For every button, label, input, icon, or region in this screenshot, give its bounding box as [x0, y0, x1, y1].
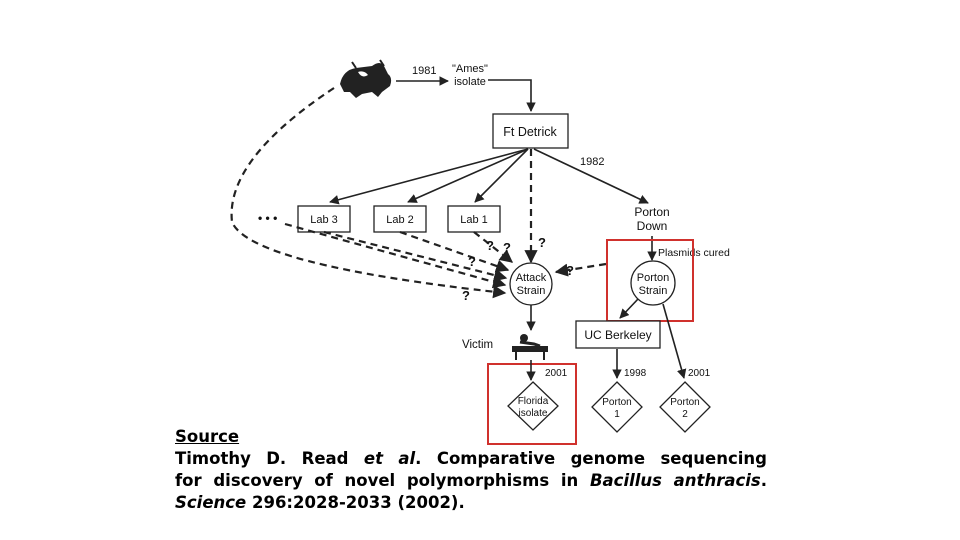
- porton2-line1: Porton: [670, 397, 699, 408]
- node-porton-1: [591, 381, 643, 433]
- citation-title-part2: for discovery of novel polymorphisms in: [175, 471, 590, 490]
- question-mark-4: ?: [468, 254, 476, 269]
- ames-label-line1: "Ames": [452, 63, 488, 75]
- edge-ftd-porton-down: [533, 148, 649, 204]
- lab1-label: Lab 1: [460, 214, 488, 226]
- citation-author: Timothy D. Read: [175, 449, 364, 468]
- porton-down-line1: Porton: [634, 205, 669, 219]
- cow-icon: [340, 59, 392, 98]
- citation-etal: et al: [363, 449, 416, 468]
- edge-ftd-lab1: [474, 148, 529, 203]
- citation-title-end: .: [760, 471, 768, 490]
- edge-ellipsis-attack: [284, 222, 507, 289]
- citation-line-3: Science 296:2028-2033 (2002).: [175, 492, 767, 514]
- question-mark-3: ?: [538, 235, 546, 250]
- florida-isolate-line2: isolate: [519, 408, 548, 419]
- edge-lab1-attack: [473, 231, 514, 263]
- porton1-line2: 1: [614, 409, 620, 420]
- uc-berkeley-label: UC Berkeley: [584, 328, 651, 342]
- node-ft-detrick: [492, 113, 569, 149]
- edge-cow-attack: [230, 87, 507, 299]
- node-uc-berkeley: [575, 320, 661, 349]
- label-1998: 1998: [624, 368, 647, 379]
- porton2-line2: 2: [682, 409, 688, 420]
- porton-strain-line2: Strain: [639, 285, 668, 297]
- citation-title-part1: . Comparative genome sequencing: [415, 449, 767, 468]
- source-citation: Source Timothy D. Read et al. Comparativ…: [175, 426, 767, 514]
- attack-strain-line2: Strain: [517, 285, 546, 297]
- question-mark-6: ?: [462, 288, 470, 303]
- node-porton-strain: [630, 260, 676, 306]
- lab2-label: Lab 2: [386, 214, 414, 226]
- node-attack-strain: [509, 262, 553, 306]
- node-lab3: [297, 205, 351, 233]
- ames-label-line2: isolate: [454, 76, 486, 88]
- highlight-florida-isolate: [487, 363, 577, 445]
- citation-volume-pages: 296:2028-2033 (2002).: [246, 493, 465, 512]
- edge-portonstrain-porton2: [662, 303, 687, 379]
- node-lab2: [373, 205, 427, 233]
- node-porton-2: [659, 381, 711, 433]
- label-1981: 1981: [412, 65, 436, 77]
- lab3-label: Lab 3: [310, 214, 338, 226]
- label-2001-porton2: 2001: [688, 368, 711, 379]
- ellipsis-label: • • •: [258, 211, 277, 225]
- citation-journal: Science: [175, 493, 247, 512]
- question-mark-1: ?: [486, 238, 494, 253]
- victim-label: Victim: [462, 339, 493, 351]
- edge-portonstrain-berkeley: [619, 298, 639, 319]
- porton-strain-line1: Porton: [637, 272, 669, 284]
- question-mark-2: ?: [503, 240, 511, 255]
- citation-line-2: for discovery of novel polymorphisms in …: [175, 470, 767, 492]
- label-1982: 1982: [580, 156, 604, 168]
- label-2001-florida: 2001: [545, 368, 568, 379]
- victim-icon: [512, 334, 548, 360]
- node-florida-isolate: [507, 381, 559, 431]
- porton-down-line2: Down: [637, 219, 668, 233]
- porton1-line1: Porton: [602, 397, 631, 408]
- edge-ftd-lab3: [329, 148, 529, 205]
- edge-portondown-attack: [554, 262, 607, 277]
- citation-line-1: Timothy D. Read et al. Comparative genom…: [175, 448, 767, 470]
- source-heading: Source: [175, 427, 240, 446]
- edge-lab3-attack: [323, 230, 508, 282]
- citation-species: Bacillus anthracis: [589, 471, 761, 490]
- question-mark-5: ?: [566, 263, 574, 278]
- node-lab1: [447, 205, 501, 233]
- ft-detrick-label: Ft Detrick: [503, 125, 557, 139]
- edge-ftd-lab2: [407, 148, 529, 203]
- edge-ames-ftdetrick: [488, 79, 536, 112]
- attack-strain-line1: Attack: [516, 272, 547, 284]
- florida-isolate-line1: Florida: [518, 396, 549, 407]
